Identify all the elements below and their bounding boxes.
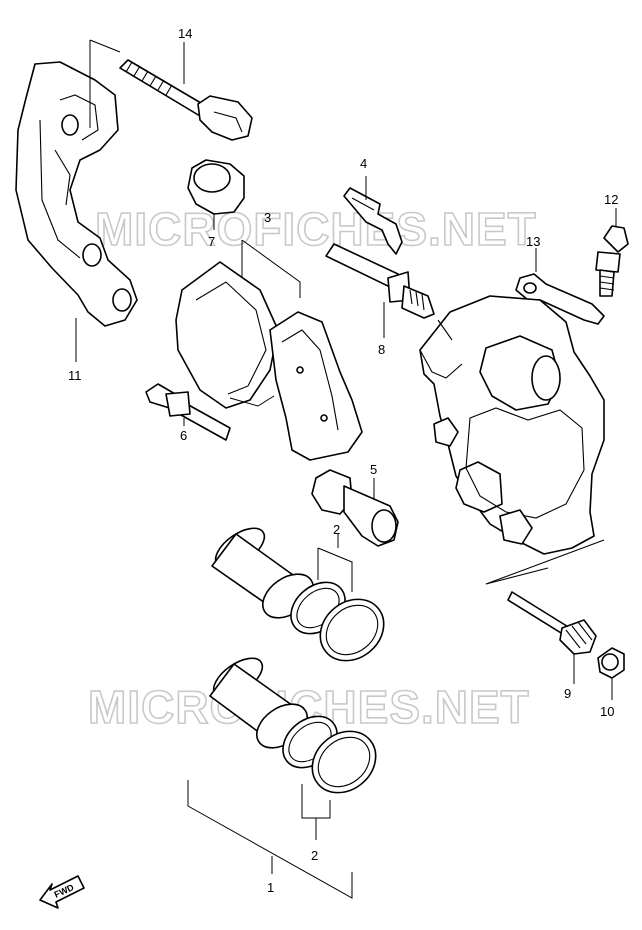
part-1-group-bracket (187, 780, 353, 899)
part-5-bolt (311, 469, 399, 547)
callout-2-upper: 2 (333, 522, 340, 537)
callout-10: 10 (600, 704, 614, 719)
callout-2-lower: 2 (311, 848, 318, 863)
callout-4: 4 (360, 156, 367, 171)
part-6-pin (145, 383, 231, 441)
callout-5: 5 (370, 462, 377, 477)
part-14-bolt (119, 42, 253, 141)
part-9-slide-pin (507, 591, 597, 684)
part-2-lower-seals (282, 715, 377, 840)
callout-12: 12 (604, 192, 618, 207)
caliper-body (419, 295, 605, 585)
part-3-brake-pads (175, 239, 363, 461)
callout-3: 3 (264, 210, 271, 225)
watermark-top: MICROFICHES.NET (95, 203, 537, 255)
callout-13: 13 (526, 234, 540, 249)
callout-6: 6 (180, 428, 187, 443)
part-2-upper-seals (290, 534, 385, 662)
callout-1: 1 (267, 880, 274, 895)
callout-11: 11 (68, 368, 82, 383)
part-13-plate (515, 248, 605, 325)
part-8-slide-pin (325, 243, 435, 338)
part-7-boot (187, 159, 245, 230)
callout-14: 14 (178, 26, 192, 41)
fwd-arrow-icon: FWD (39, 875, 85, 909)
part-10-cap (597, 647, 625, 700)
callout-8: 8 (378, 342, 385, 357)
callout-9: 9 (564, 686, 571, 701)
callout-7: 7 (208, 234, 215, 249)
part-4-spring (343, 176, 403, 255)
part-12-bleeder (595, 208, 629, 297)
part-11-bracket (15, 39, 138, 362)
